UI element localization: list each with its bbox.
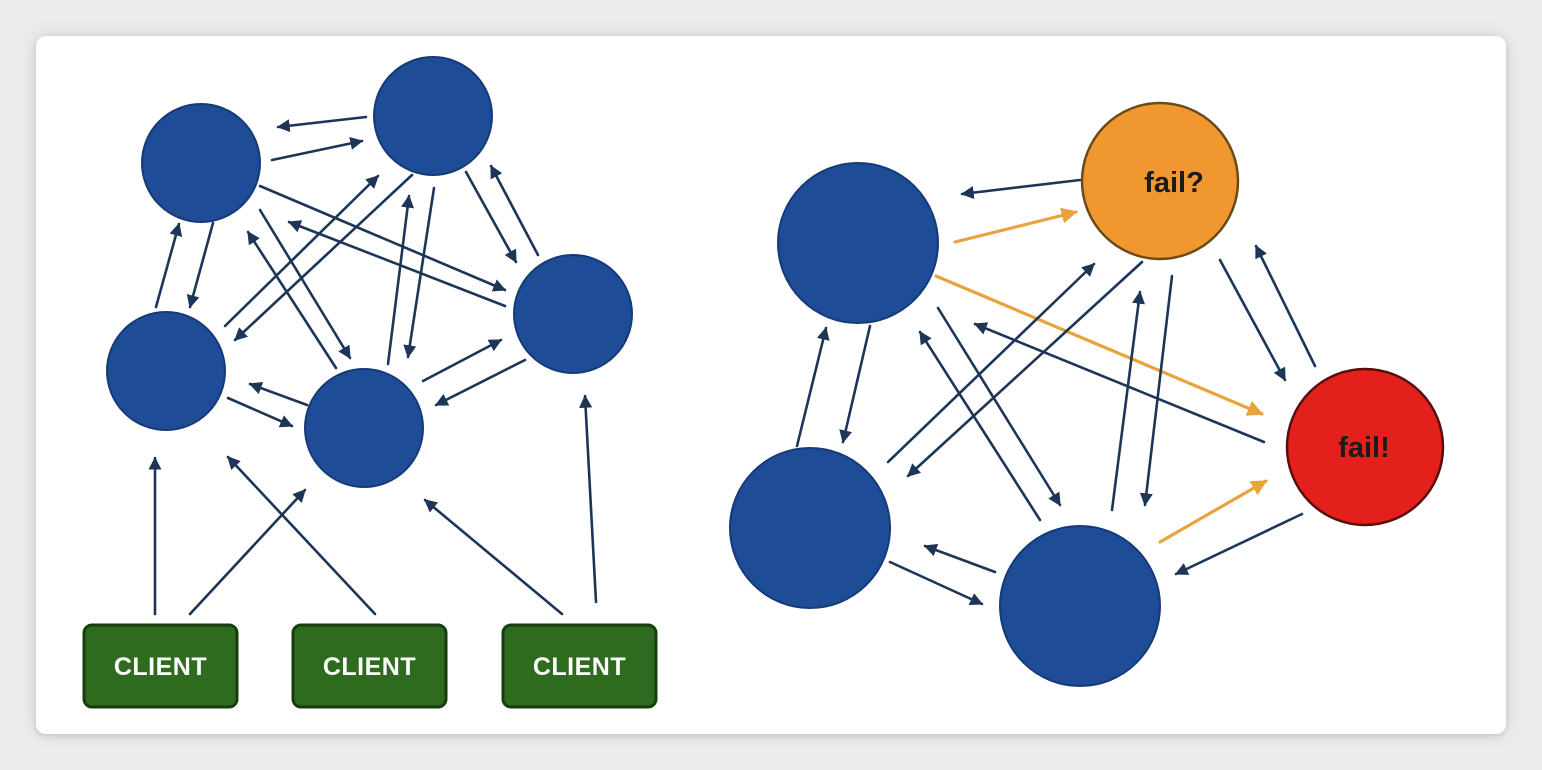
client-box: CLIENT [291, 623, 448, 709]
edge-arrow [154, 222, 183, 309]
client-edge-arrow [579, 394, 598, 604]
cluster-node [513, 254, 633, 374]
client-box: CLIENT [501, 623, 658, 709]
left-edges [148, 115, 598, 616]
edge-arrow [246, 230, 338, 370]
right-cluster: fail? fail! [729, 101, 1445, 687]
failed-node: fail! [1285, 367, 1445, 527]
suspected-failure-label: fail? [1144, 167, 1204, 199]
edge-arrow [1110, 290, 1145, 512]
edge-arrow [795, 326, 830, 448]
edge-arrow [223, 174, 380, 328]
edge-arrow [403, 186, 436, 359]
client-label: CLIENT [323, 653, 416, 681]
edge-arrow [923, 543, 997, 574]
cluster-node [373, 56, 493, 176]
client-edge-arrow [188, 488, 307, 616]
right-edges [795, 178, 1317, 606]
edge-arrow [960, 178, 1082, 200]
client-edge-arrow [423, 498, 564, 616]
edge-arrow [258, 184, 507, 292]
right-nodes: fail? fail! [729, 101, 1445, 687]
edge-arrow [276, 115, 368, 133]
diagram-card [36, 36, 1506, 734]
edge-arrow [226, 396, 294, 428]
edge-arrow [489, 164, 540, 257]
left-cluster: CLIENT CLIENT CLIENT [82, 56, 658, 709]
edge-arrow [287, 220, 507, 308]
failure-message-arrow [953, 207, 1078, 244]
edge-arrow [888, 560, 984, 606]
edge-arrow [1139, 274, 1174, 507]
edge-arrow [248, 381, 309, 407]
edge-arrow [270, 137, 364, 162]
edge-arrow [464, 170, 518, 264]
edge-arrow [386, 194, 414, 366]
edge-arrow [1218, 258, 1287, 382]
edge-arrow [421, 338, 503, 383]
edge-arrow [186, 221, 215, 309]
edge-arrow [918, 330, 1042, 522]
edge-arrow [839, 324, 872, 444]
cluster-node [777, 162, 939, 324]
edge-arrow [434, 358, 527, 407]
failure-message-arrow [934, 274, 1264, 416]
cluster-node [141, 103, 261, 223]
client-edge-arrow [226, 455, 377, 616]
client-label: CLIENT [533, 653, 626, 681]
cluster-node [729, 447, 891, 609]
client-label: CLIENT [114, 653, 207, 681]
edge-arrow [258, 208, 352, 360]
edge-arrow [886, 262, 1096, 464]
cluster-node [106, 311, 226, 431]
failure-message-arrow [1158, 479, 1268, 544]
left-clients: CLIENT CLIENT CLIENT [82, 623, 658, 709]
edge-arrow [1174, 512, 1304, 576]
suspected-failure-node: fail? [1080, 101, 1240, 261]
edge-arrow [936, 306, 1062, 507]
client-box: CLIENT [82, 623, 239, 709]
edge-arrow [973, 322, 1266, 444]
edge-arrow [233, 173, 414, 342]
edge-arrow [906, 260, 1144, 478]
cluster-node [304, 368, 424, 488]
failed-label: fail! [1338, 432, 1390, 464]
cluster-node [999, 525, 1161, 687]
edge-arrow [1254, 244, 1317, 368]
left-nodes [106, 56, 633, 488]
